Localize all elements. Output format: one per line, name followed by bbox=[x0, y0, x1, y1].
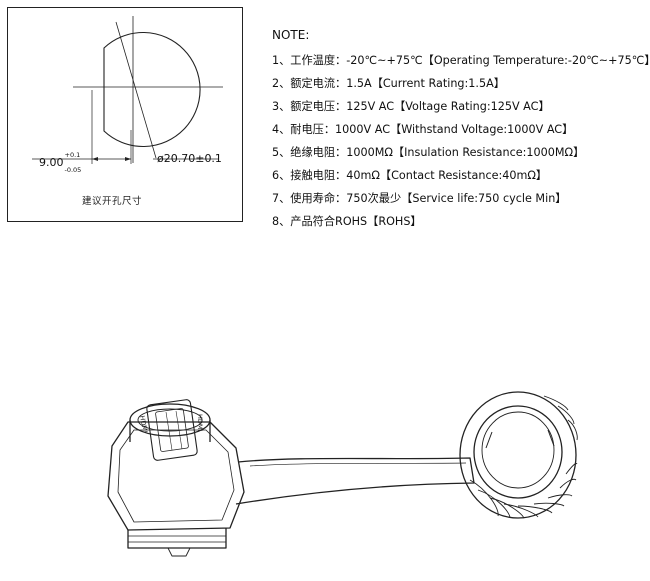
note-current-rating: 2、额定电流：1.5A【Current Rating:1.5A】 bbox=[272, 77, 505, 90]
note-withstand-voltage: 4、耐电压：1000V AC【Withstand Voltage:1000V A… bbox=[272, 123, 574, 136]
note-service-life: 7、使用寿命：750次最少【Service life:750 cycle Min… bbox=[272, 192, 567, 205]
spec-notes: NOTE: 1、工作温度：-20℃~+75℃【Operating Tempera… bbox=[272, 28, 650, 233]
panel-cutout-drawing: 9.00+0.1 -0.05 ø20.70±0.1 建议开孔尺寸 bbox=[7, 7, 243, 222]
dust-cap bbox=[459, 391, 577, 519]
body-label-left: HDMI bbox=[138, 415, 149, 434]
connector-barrel bbox=[127, 528, 227, 549]
note-rohs: 8、产品符合ROHS【ROHS】 bbox=[272, 215, 422, 228]
d-hole-outline bbox=[103, 31, 201, 148]
note-contact-resistance: 6、接触电阻：40mΩ【Contact Resistance:40mΩ】 bbox=[272, 169, 548, 182]
diameter-leader bbox=[115, 21, 157, 159]
flat-tol-lower: -0.05 bbox=[64, 165, 82, 174]
flat-dimension-value: 9.00 bbox=[39, 155, 64, 169]
diameter-dimension: ø20.70±0.1 bbox=[157, 152, 222, 165]
tether-strap bbox=[235, 457, 475, 505]
note-voltage-rating: 3、额定电压：125V AC【Voltage Rating:125V AC】 bbox=[272, 100, 550, 113]
flat-dimension: 9.00+0.1 -0.05 bbox=[39, 152, 81, 174]
arrow-right bbox=[125, 157, 131, 161]
note-insulation-resistance: 5、绝缘电阻：1000MΩ【Insulation Resistance:1000… bbox=[272, 146, 585, 159]
notes-title: NOTE: bbox=[272, 28, 310, 42]
flat-tol-upper: +0.1 bbox=[64, 151, 81, 159]
hdmi-socket bbox=[146, 399, 198, 461]
connector-flange bbox=[107, 421, 245, 531]
cutout-caption: 建议开孔尺寸 bbox=[82, 196, 143, 207]
arrow-left bbox=[92, 157, 98, 161]
hdmi-connector-illustration: HDMI HDMI bbox=[107, 391, 578, 557]
dust-cap-knurl bbox=[469, 395, 578, 519]
body-label-right: HDMI bbox=[196, 414, 204, 432]
cutout-diagram bbox=[32, 16, 223, 164]
note-operating-temperature: 1、工作温度：-20℃~+75℃【Operating Temperature:-… bbox=[272, 54, 650, 67]
